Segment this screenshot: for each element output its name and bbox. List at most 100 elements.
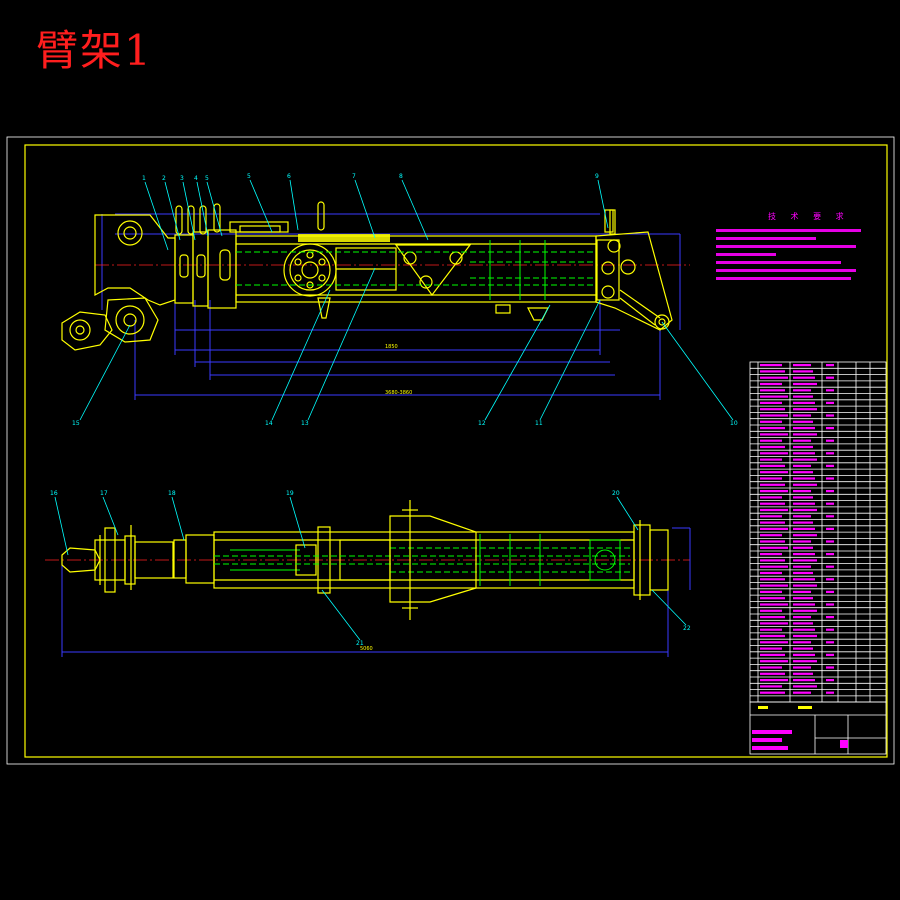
table-cell-mark xyxy=(760,653,785,656)
table-cell-mark xyxy=(760,420,782,423)
svg-text:9: 9 xyxy=(595,173,599,180)
table-cell-mark xyxy=(826,603,834,606)
table-cell-mark xyxy=(793,628,815,631)
drawing-title: 臂架1 xyxy=(36,26,153,75)
table-cell-mark xyxy=(826,527,834,530)
table-cell-mark xyxy=(760,622,788,625)
dimension-lines-top: 1850 3680-3860 xyxy=(101,213,681,400)
table-cell-mark xyxy=(793,578,815,581)
table-cell-mark xyxy=(793,527,815,530)
table-cell-mark xyxy=(760,382,782,386)
table-cell-mark xyxy=(793,553,815,556)
table-cell-mark xyxy=(760,427,785,430)
table-cell-mark xyxy=(760,571,782,575)
svg-text:3: 3 xyxy=(180,175,184,182)
table-cell-mark xyxy=(793,376,815,379)
boom-elevation-view: 1850 3680-3860 xyxy=(61,173,738,427)
tech-requirements-heading: 技 术 要 求 xyxy=(768,211,850,221)
table-cell-mark xyxy=(760,553,782,556)
table-cell-mark xyxy=(826,364,834,367)
table-cell-mark xyxy=(760,389,785,392)
table-cell-mark xyxy=(760,439,782,442)
table-cell-mark xyxy=(826,540,834,543)
table-cell-mark xyxy=(793,590,811,593)
table-cell-mark xyxy=(760,477,782,480)
table-cell-mark xyxy=(760,647,782,650)
table-cell-mark xyxy=(760,521,785,524)
svg-text:12: 12 xyxy=(478,420,486,427)
table-cell-mark xyxy=(793,439,811,442)
parts-list-rows xyxy=(750,364,886,697)
table-cell-mark xyxy=(826,414,834,417)
table-cell-mark xyxy=(760,666,782,669)
table-cell-mark xyxy=(793,622,813,625)
table-cell-mark xyxy=(793,666,811,669)
table-cell-mark xyxy=(793,634,817,638)
table-cell-mark xyxy=(793,382,817,386)
table-cell-mark xyxy=(760,502,785,505)
table-cell-mark xyxy=(760,464,785,467)
table-cell-mark xyxy=(760,483,785,486)
table-cell-mark xyxy=(760,634,785,638)
svg-text:7: 7 xyxy=(352,173,356,180)
table-cell-mark xyxy=(760,628,782,631)
table-cell-mark xyxy=(793,653,815,656)
table-cell-mark xyxy=(760,376,788,379)
table-cell-mark xyxy=(793,534,817,537)
table-cell-mark xyxy=(793,603,815,606)
table-cell-mark xyxy=(793,389,811,392)
svg-text:5: 5 xyxy=(205,175,209,182)
svg-text:1850: 1850 xyxy=(385,344,398,350)
table-cell-mark xyxy=(793,672,813,675)
table-cell-mark xyxy=(760,559,785,562)
table-cell-mark xyxy=(793,395,813,398)
svg-text:1: 1 xyxy=(142,175,146,182)
table-cell-mark xyxy=(760,590,782,593)
table-cell-mark xyxy=(826,616,834,619)
table-cell-mark xyxy=(793,445,813,449)
table-cell-mark xyxy=(760,578,785,581)
table-cell-mark xyxy=(793,515,811,518)
svg-text:4: 4 xyxy=(194,175,198,182)
table-cell-mark xyxy=(760,364,782,367)
table-cell-mark xyxy=(793,483,817,486)
svg-text:16: 16 xyxy=(50,490,58,497)
svg-text:5: 5 xyxy=(247,173,251,180)
table-cell-mark xyxy=(826,691,834,694)
svg-text:2: 2 xyxy=(162,175,166,182)
table-cell-mark xyxy=(826,502,834,505)
table-cell-mark xyxy=(760,445,785,449)
table-cell-mark xyxy=(760,527,788,530)
svg-text:13: 13 xyxy=(301,420,309,427)
table-cell-mark xyxy=(760,458,782,461)
table-cell-mark xyxy=(793,571,813,575)
table-cell-mark xyxy=(793,546,813,549)
table-cell-mark xyxy=(793,584,817,587)
table-cell-mark xyxy=(760,433,788,436)
table-cell-mark xyxy=(793,597,813,600)
table-cell-mark xyxy=(793,370,813,373)
table-cell-mark xyxy=(760,534,782,537)
svg-text:15: 15 xyxy=(72,420,80,427)
svg-text:14: 14 xyxy=(265,420,273,427)
table-cell-mark xyxy=(760,603,788,606)
table-cell-mark xyxy=(826,477,834,480)
table-cell-mark xyxy=(793,477,815,480)
table-cell-mark xyxy=(793,414,811,417)
table-cell-mark xyxy=(760,565,788,568)
table-cell-mark xyxy=(793,364,811,367)
table-cell-mark xyxy=(793,521,813,524)
table-cell-mark xyxy=(793,427,815,430)
table-cell-mark xyxy=(760,685,782,688)
table-cell-mark xyxy=(793,401,815,404)
table-cell-mark xyxy=(760,616,785,619)
table-cell-mark xyxy=(760,414,788,417)
table-cell-mark xyxy=(793,647,813,650)
table-cell-mark xyxy=(826,490,834,493)
table-cell-mark xyxy=(826,565,834,568)
svg-text:21: 21 xyxy=(356,640,364,647)
table-cell-mark xyxy=(793,458,817,461)
table-cell-mark xyxy=(826,590,834,593)
table-cell-mark xyxy=(793,496,813,499)
